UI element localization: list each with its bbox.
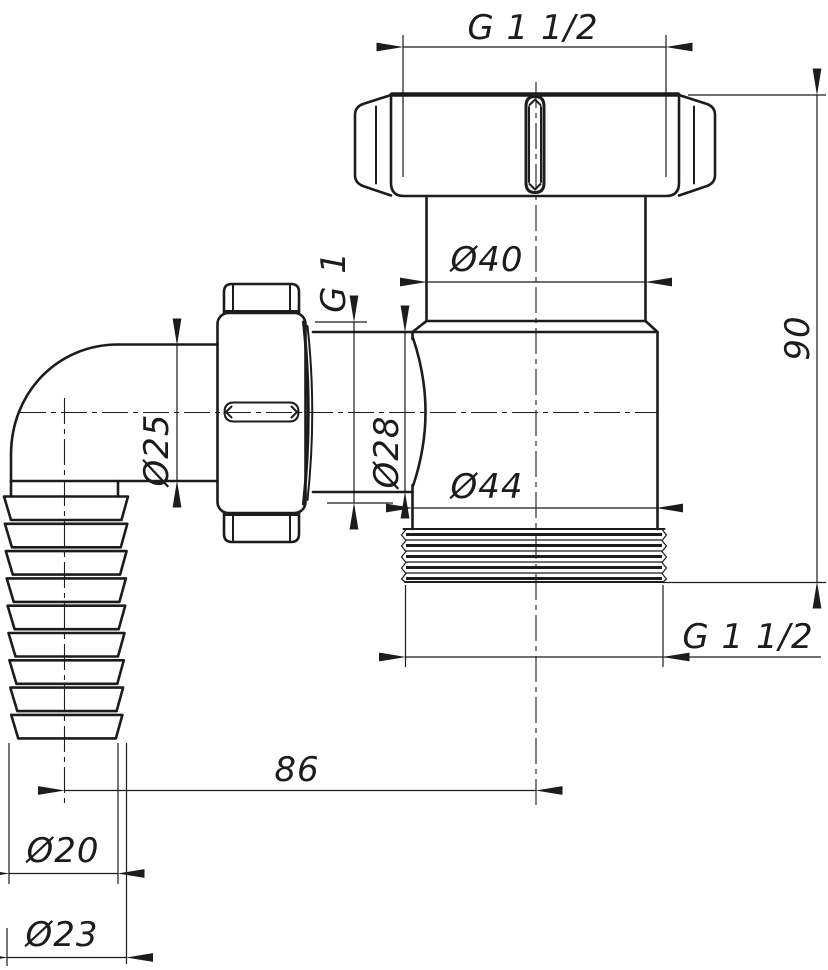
dim-inlet-diameter: Ø25 — [137, 318, 182, 508]
dim-body-diameter: Ø44 — [386, 467, 683, 513]
top-nut-right-chamfer — [677, 93, 717, 197]
thread-crest-left — [400, 529, 407, 583]
hose-barb — [2, 495, 130, 740]
dim-label-union-thread: G 1 — [314, 251, 354, 313]
thread-crest-right — [661, 529, 668, 583]
dim-label-outlet-thread: G 1 1/2 — [682, 617, 813, 657]
outlet-thread — [400, 528, 668, 583]
dim-pipe-diameter: Ø28 — [367, 305, 410, 519]
dim-neck-diameter: Ø40 — [400, 240, 672, 287]
dim-label-barb-min-diameter: Ø20 — [24, 831, 99, 871]
dim-union-thread: G 1 — [314, 251, 393, 530]
dim-label-neck-diameter: Ø40 — [448, 240, 523, 280]
centerlines — [20, 82, 657, 806]
dim-label-top-thread: G 1 1/2 — [467, 8, 598, 48]
dim-label-overall-height: 90 — [778, 315, 818, 360]
dim-outlet-thread: G 1 1/2 — [379, 585, 821, 667]
dim-overall-height: 90 — [663, 68, 826, 609]
dim-center-distance: 86 — [38, 750, 563, 795]
union-nut — [216, 282, 314, 544]
elbow — [9, 343, 219, 498]
connecting-pipe — [311, 330, 414, 494]
union-nut-facet-slot — [223, 401, 300, 423]
dim-label-center-distance: 86 — [274, 750, 319, 790]
dim-barb-min-diameter: Ø20 — [0, 743, 145, 884]
dim-label-inlet-diameter: Ø25 — [137, 413, 177, 488]
top-cap-nut — [353, 35, 717, 198]
dim-label-barb-max-diameter: Ø23 — [23, 915, 98, 955]
tube-body-intersection-curve — [411, 336, 427, 488]
dim-top-thread: G 1 1/2 — [376, 8, 693, 52]
dim-label-pipe-diameter: Ø28 — [367, 415, 407, 490]
top-nut-facet-slot — [524, 95, 546, 194]
dim-barb-max-diameter: Ø23 — [0, 743, 153, 966]
gasket — [302, 320, 310, 506]
top-nut-left-chamfer — [353, 93, 393, 197]
valve-body — [411, 330, 659, 531]
neck-tube — [411, 194, 659, 334]
dim-label-body-diameter: Ø44 — [448, 467, 523, 507]
